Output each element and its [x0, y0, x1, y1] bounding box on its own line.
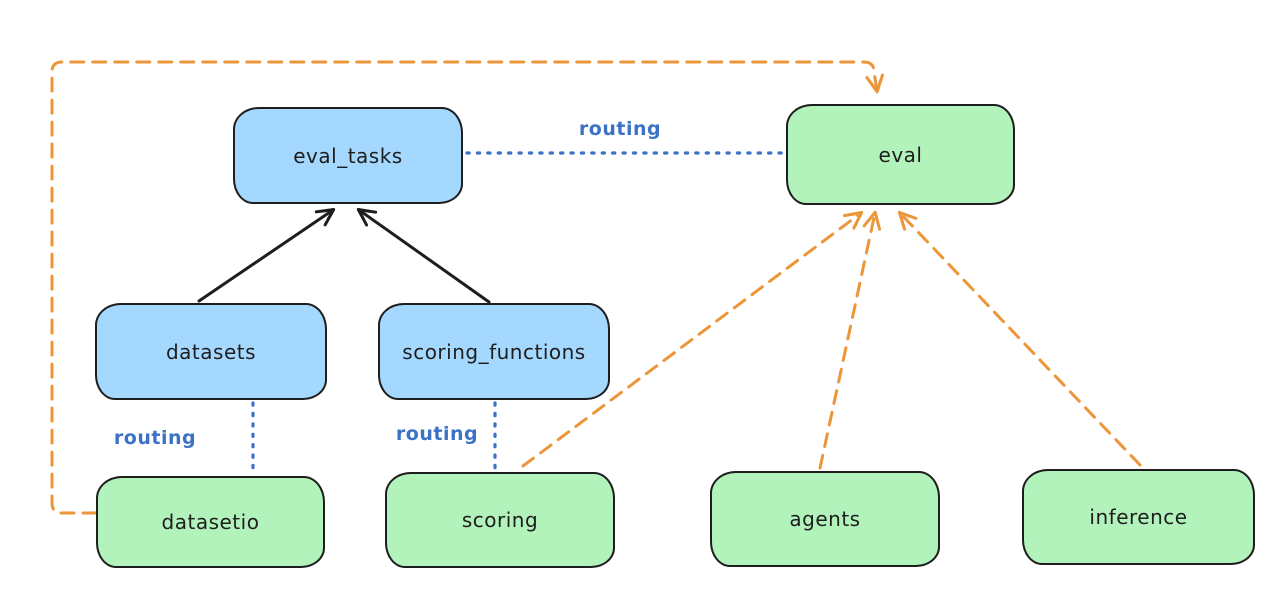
node-agents-label: agents: [789, 507, 861, 531]
node-scoring-label: scoring: [461, 508, 539, 532]
node-scoring: scoring: [385, 472, 615, 568]
node-eval: eval: [786, 104, 1015, 205]
node-agents: agents: [710, 471, 940, 567]
edge-datasets-to-eval-tasks: [197, 208, 336, 303]
edge-label-routing-eval-tasks-eval: routing: [578, 118, 662, 140]
node-datasetio-label: datasetio: [161, 510, 260, 534]
node-scoring-functions-label: scoring_functions: [402, 339, 586, 364]
edge-agents-to-eval-dashed: [818, 210, 882, 470]
edge-scoring-functions-to-eval-tasks: [356, 208, 491, 304]
node-inference-label: inference: [1089, 505, 1188, 529]
node-eval-tasks: eval_tasks: [233, 107, 463, 204]
edge-label-routing-scoring-functions-scoring: routing: [395, 423, 479, 445]
node-eval-label: eval: [878, 142, 923, 167]
node-scoring-functions: scoring_functions: [378, 303, 610, 400]
node-eval-tasks-label: eval_tasks: [293, 143, 403, 168]
node-inference: inference: [1022, 469, 1255, 565]
node-datasets: datasets: [95, 303, 327, 400]
edge-label-routing-datasets-datasetio: routing: [113, 427, 197, 449]
node-datasets-label: datasets: [165, 339, 257, 364]
node-datasetio: datasetio: [96, 476, 325, 568]
edge-inference-to-eval-dashed: [897, 210, 1142, 467]
